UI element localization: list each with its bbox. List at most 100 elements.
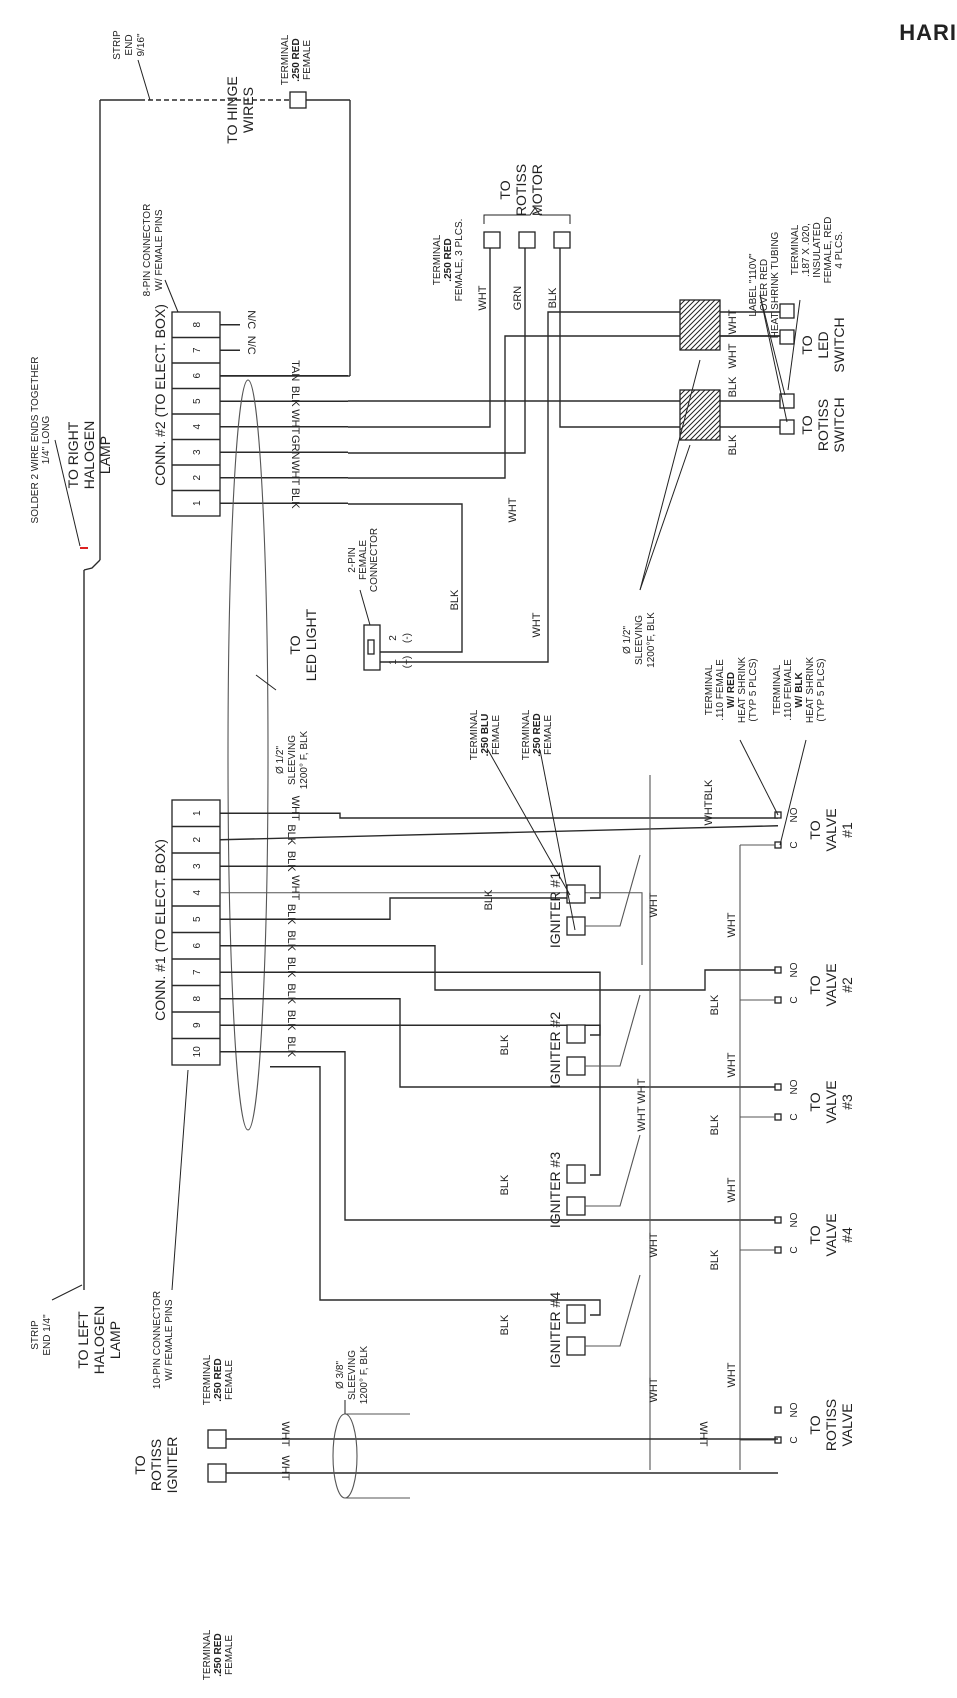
conn1-pin-2: 2 bbox=[192, 837, 203, 843]
terminal-110-blk-leader bbox=[779, 739, 807, 846]
corner-title: HARI bbox=[899, 20, 957, 45]
conn1-w7 bbox=[220, 971, 601, 1036]
motor-terminal-wht bbox=[483, 231, 501, 249]
halogen-right-label-line-1: TO RIGHT bbox=[65, 421, 81, 488]
valve-1-wht: WHT bbox=[703, 800, 715, 825]
conn2-grn-motor bbox=[348, 248, 526, 454]
conn1-pin-7: 7 bbox=[192, 969, 203, 975]
valve-3-no bbox=[774, 1083, 782, 1091]
led-pin-pos: (+) bbox=[402, 656, 413, 669]
terminal-110-blk-label-line-5: (TYP 5 PLCS) bbox=[816, 658, 827, 721]
rotiss-switch-wire-1: BLK bbox=[727, 376, 739, 397]
valve-5-label-line-2: ROTISS bbox=[823, 1399, 839, 1451]
valve-bus-wht-3: WHT bbox=[726, 1177, 738, 1202]
conn1-leader bbox=[171, 1069, 189, 1291]
rotiss-igniter-terminal-label-2-line-2: .250 RED bbox=[213, 1633, 224, 1676]
valve-3-c-label: C bbox=[789, 1113, 800, 1120]
hinge-strip-label-line-1: STRIP bbox=[112, 30, 123, 60]
conn2-pin-6: 6 bbox=[192, 373, 203, 379]
valve-1-label-line-3: #1 bbox=[839, 822, 855, 838]
led-wire-wht-2: WHT bbox=[507, 497, 519, 522]
conn1-w6 bbox=[220, 945, 778, 991]
conn1-w8 bbox=[220, 998, 778, 1088]
sleeving-leader-1 bbox=[639, 444, 691, 591]
rotiss-igniter-wire-2: WHT bbox=[279, 1455, 291, 1480]
igniter-2-term-b bbox=[566, 1056, 586, 1076]
hinge-strip-label-line-3: 9/16" bbox=[136, 33, 147, 56]
valve-4-label-line-1: TO bbox=[807, 1225, 823, 1244]
conn1-connector-label-line-2: W/ FEMALE PINS bbox=[164, 1299, 175, 1380]
halogen-strip-label-line-2: END 1/4" bbox=[42, 1314, 53, 1356]
conn1-wire-label-1: WHT bbox=[289, 796, 301, 821]
conn1-w11 bbox=[270, 1066, 601, 1316]
conn2-wht-led bbox=[348, 335, 780, 479]
conn2-title-line-1: CONN. #2 (TO ELECT. BOX) bbox=[152, 304, 168, 486]
conn2-leader bbox=[164, 279, 179, 313]
rotiss-sleeving-hatch bbox=[679, 389, 686, 396]
motor-wire-blk: BLK bbox=[547, 287, 559, 308]
halogen-right-label-line-2: HALOGEN bbox=[81, 421, 97, 489]
led-wire-blk: BLK bbox=[449, 589, 461, 610]
rotiss-sleeving-hatch bbox=[679, 394, 721, 436]
conn2-wire-label-2: N/C bbox=[245, 336, 257, 355]
valve-3-label-line-2: VALVE bbox=[823, 1080, 839, 1123]
conn2-connector-label-line-2: W/ FEMALE PINS bbox=[154, 209, 165, 290]
sleeving-half-label-line-2: SLEEVING bbox=[634, 615, 645, 665]
sleeving-leader-2 bbox=[639, 359, 701, 591]
led-switch-term-2 bbox=[779, 329, 795, 345]
conn1-w5 bbox=[220, 897, 570, 920]
motor-wire-wht: WHT bbox=[477, 285, 489, 310]
rotiss-switch-label-line-1: TO bbox=[799, 415, 815, 434]
igniter-1-term-a bbox=[566, 884, 586, 904]
rotiss-igniter-wire-1: WHT bbox=[279, 1421, 291, 1446]
igniter-3-wht: WHT bbox=[648, 1232, 660, 1257]
igniter-2-wht bbox=[585, 994, 641, 1067]
conn1-connector-label-line-1: 10-PIN CONNECTOR bbox=[152, 1291, 163, 1389]
terminal-red-label-line-3: FEMALE bbox=[543, 715, 554, 755]
rotiss-switch-terminal-label-line-1: TERMINAL bbox=[790, 224, 801, 275]
igniter-1-wht: WHT bbox=[648, 892, 660, 917]
valve-4-label-line-2: VALVE bbox=[823, 1213, 839, 1256]
to-hinge-label-line-1: TO HINGE bbox=[224, 76, 240, 143]
valve-2-label-line-2: VALVE bbox=[823, 963, 839, 1006]
conn1-title-line-1: CONN. #1 (TO ELECT. BOX) bbox=[152, 839, 168, 1021]
rotiss-igniter-term-2 bbox=[207, 1463, 227, 1483]
igniter-3-label: IGNITER #3 bbox=[547, 1152, 563, 1228]
rotiss-sleeving-hatch bbox=[709, 429, 721, 441]
halogen-bend bbox=[83, 559, 101, 571]
valve-3-label-line-3: #3 bbox=[839, 1094, 855, 1110]
conn1-wire-label-9: BLK bbox=[285, 1010, 297, 1031]
conn1-w10 bbox=[220, 1051, 778, 1221]
rotiss-sleeving-end bbox=[332, 1413, 358, 1499]
conn1-w4 bbox=[220, 892, 643, 965]
conn2-pin-4: 4 bbox=[192, 424, 203, 430]
igniter-1-label: IGNITER #1 bbox=[547, 872, 563, 948]
valve-4-blk: BLK bbox=[709, 1249, 721, 1270]
valve-2-label-line-1: TO bbox=[807, 975, 823, 994]
conn1-pin-10: 10 bbox=[192, 1046, 203, 1058]
rotiss-igniter-label-line-3: IGNITER bbox=[164, 1437, 180, 1494]
rotiss-sleeving-hatch bbox=[679, 389, 706, 416]
led-sleeving-hatch bbox=[709, 339, 721, 351]
halogen-strip-leader bbox=[51, 1284, 83, 1301]
conn1-wire-label-6: BLK bbox=[285, 930, 297, 951]
rotiss-sleeving-hatch bbox=[704, 424, 721, 441]
led-connector-leader bbox=[359, 589, 371, 626]
rotiss-igniter-term-1 bbox=[207, 1429, 227, 1449]
rotiss-igniter-terminal-label-line-2: .250 RED bbox=[213, 1358, 224, 1401]
led-sleeving-hatch bbox=[679, 299, 686, 306]
led-sleeving-hatch bbox=[714, 344, 721, 351]
valve-5-no bbox=[774, 1406, 782, 1414]
conn2-pin-5: 5 bbox=[192, 398, 203, 404]
led-sleeving-hatch bbox=[689, 319, 721, 351]
valve-4-c-label: C bbox=[789, 1246, 800, 1253]
sleeving-long-label-line-2: SLEEVING bbox=[287, 735, 298, 785]
led-light-wht bbox=[380, 311, 680, 663]
rotiss-switch-term-2 bbox=[779, 419, 795, 435]
conn1-wire-label-10: BLK bbox=[285, 1036, 297, 1057]
rotiss-motor-terminal-label-line-1: TERMINAL bbox=[432, 234, 443, 285]
terminal-blu-label-line-3: FEMALE bbox=[491, 715, 502, 755]
valve-5-c bbox=[774, 1436, 782, 1444]
igniter-1-wht bbox=[585, 854, 641, 927]
